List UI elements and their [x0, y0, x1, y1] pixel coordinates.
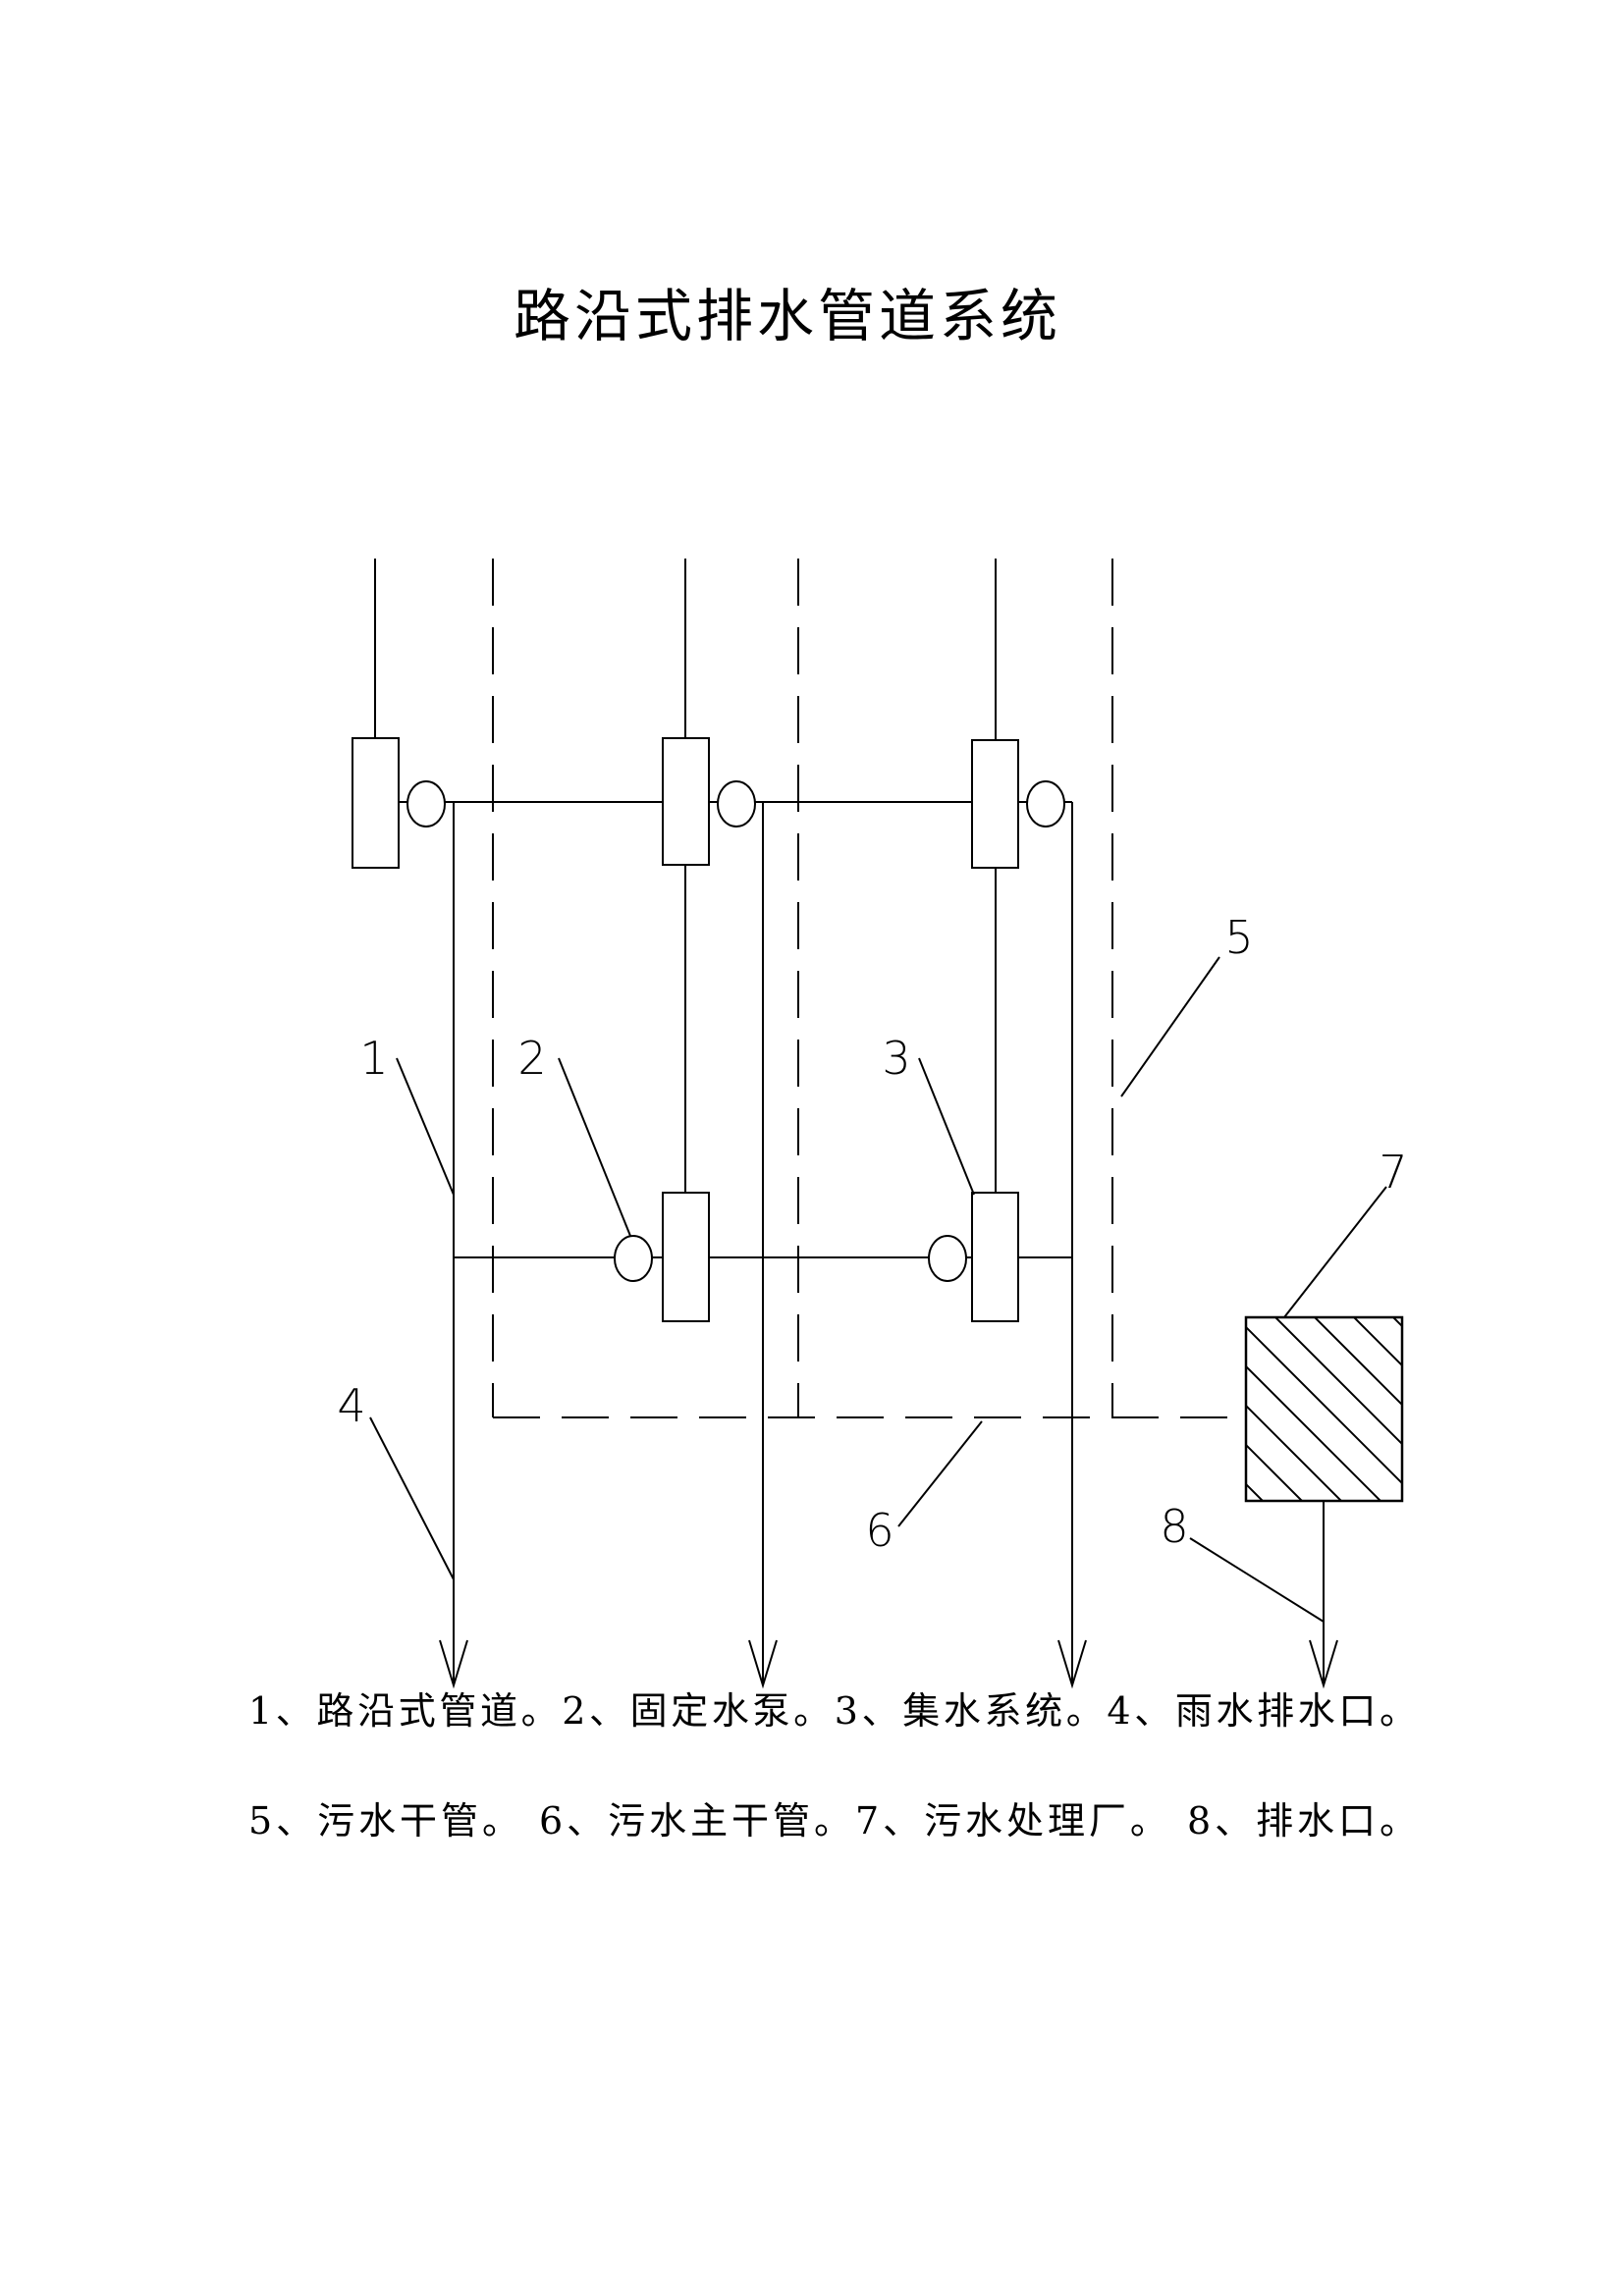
discharge-outlet: [1309, 1501, 1338, 1689]
callout-8: 8: [1160, 1500, 1188, 1553]
callout-1: 1: [359, 1032, 388, 1085]
callout-4: 4: [337, 1379, 365, 1432]
collection-boxes: [352, 737, 1019, 1322]
callout-2: 2: [517, 1032, 546, 1085]
legend-line-2: 5、污水干管。 6、污水主干管。7、污水处理厂。 8、排水口。: [248, 1799, 1417, 1842]
leader-lines: [369, 956, 1387, 1623]
callout-3: 3: [882, 1032, 910, 1085]
fixed-pumps: [406, 780, 1065, 1282]
sewage-dry-pipes: [492, 559, 1113, 1417]
inflow-pipes: [374, 559, 997, 1193]
rain-outlets: [439, 802, 1087, 1689]
callout-7: 7: [1379, 1146, 1407, 1199]
callout-6: 6: [865, 1504, 893, 1557]
legend-line-1: 1、路沿式管道。2、固定水泵。3、集水系统。4、雨水排水口。: [248, 1689, 1417, 1733]
callout-5: 5: [1224, 911, 1253, 964]
treatment-plant: [1244, 1315, 1404, 1503]
diagram-title: 路沿式排水管道系统: [514, 283, 1061, 349]
